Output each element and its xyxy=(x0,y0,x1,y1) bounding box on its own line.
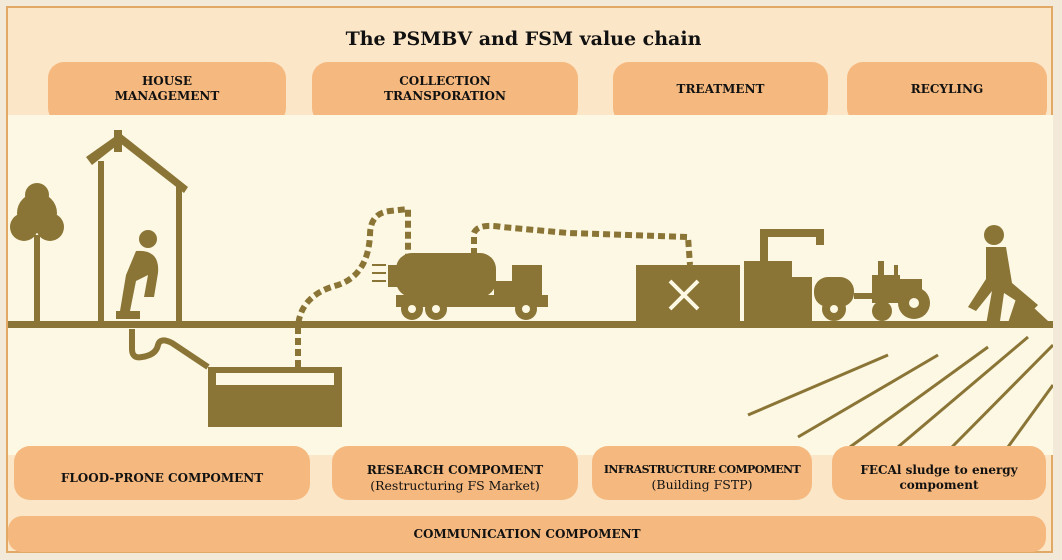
stage-collection-transportation: COLLECTION TRANSPORATION xyxy=(312,62,578,124)
motion-lines xyxy=(372,264,386,282)
stage-house-management-line1: HOUSE xyxy=(141,74,193,88)
truck-wheel-hubs xyxy=(408,305,530,313)
person-squatting-icon xyxy=(116,230,159,319)
component-research-label: RESEARCH COMPOMENT xyxy=(366,462,544,477)
latrine-house-icon xyxy=(86,130,188,325)
shuffle-icon xyxy=(668,279,700,311)
diagram-title: The PSMBV and FSM value chain xyxy=(345,28,702,50)
stage-collection-line2: TRANSPORATION xyxy=(384,89,506,103)
component-infrastructure: INFRASTRUCTURE COMPOMENT (Building FSTP) xyxy=(592,446,812,500)
septic-pit-icon xyxy=(208,367,342,427)
field-furrows xyxy=(747,335,1053,449)
communication-component-label: COMMUNICATION COMPOMENT xyxy=(413,526,641,541)
component-research: RESEARCH COMPOMENT (Restructuring FS Mar… xyxy=(332,446,578,500)
component-infrastructure-label: INFRASTRUCTURE COMPOMENT xyxy=(603,463,801,477)
vacuum-truck-icon xyxy=(388,253,548,320)
stage-recycling: RECYLING xyxy=(847,62,1047,124)
tree-icon xyxy=(10,183,64,325)
component-flood-prone: FLOOD-PRONE COMPOMENT xyxy=(14,446,310,500)
stage-treatment: TREATMENT xyxy=(613,62,828,124)
suction-hose xyxy=(295,205,411,367)
component-infrastructure-sub: (Building FSTP) xyxy=(651,477,753,493)
stage-collection-line1: COLLECTION xyxy=(399,74,491,88)
component-fecal-sludge-energy: FECAl sludge to energy compoment xyxy=(832,446,1046,500)
tractor-wheel-hubs xyxy=(830,298,919,313)
value-chain-illustration xyxy=(8,115,1053,455)
treatment-plant-icon xyxy=(636,229,824,323)
drain-pipe xyxy=(129,329,210,370)
stage-recycling-label: RECYLING xyxy=(910,81,984,96)
farmer-icon xyxy=(968,225,1048,325)
component-energy-line1: FECAl sludge to energy xyxy=(860,463,1018,477)
transfer-hose xyxy=(471,222,693,266)
component-energy-line2: compoment xyxy=(899,478,979,492)
stage-treatment-label: TREATMENT xyxy=(676,81,765,96)
stage-house-management-line2: MANAGEMENT xyxy=(114,89,220,103)
stage-house-management: HOUSE MANAGEMENT xyxy=(48,62,286,124)
communication-component: COMMUNICATION COMPOMENT xyxy=(8,516,1046,552)
component-flood-prone-label: FLOOD-PRONE COMPOMENT xyxy=(60,470,264,485)
component-research-sub: (Restructuring FS Market) xyxy=(370,477,540,493)
ground-line xyxy=(8,321,1053,328)
